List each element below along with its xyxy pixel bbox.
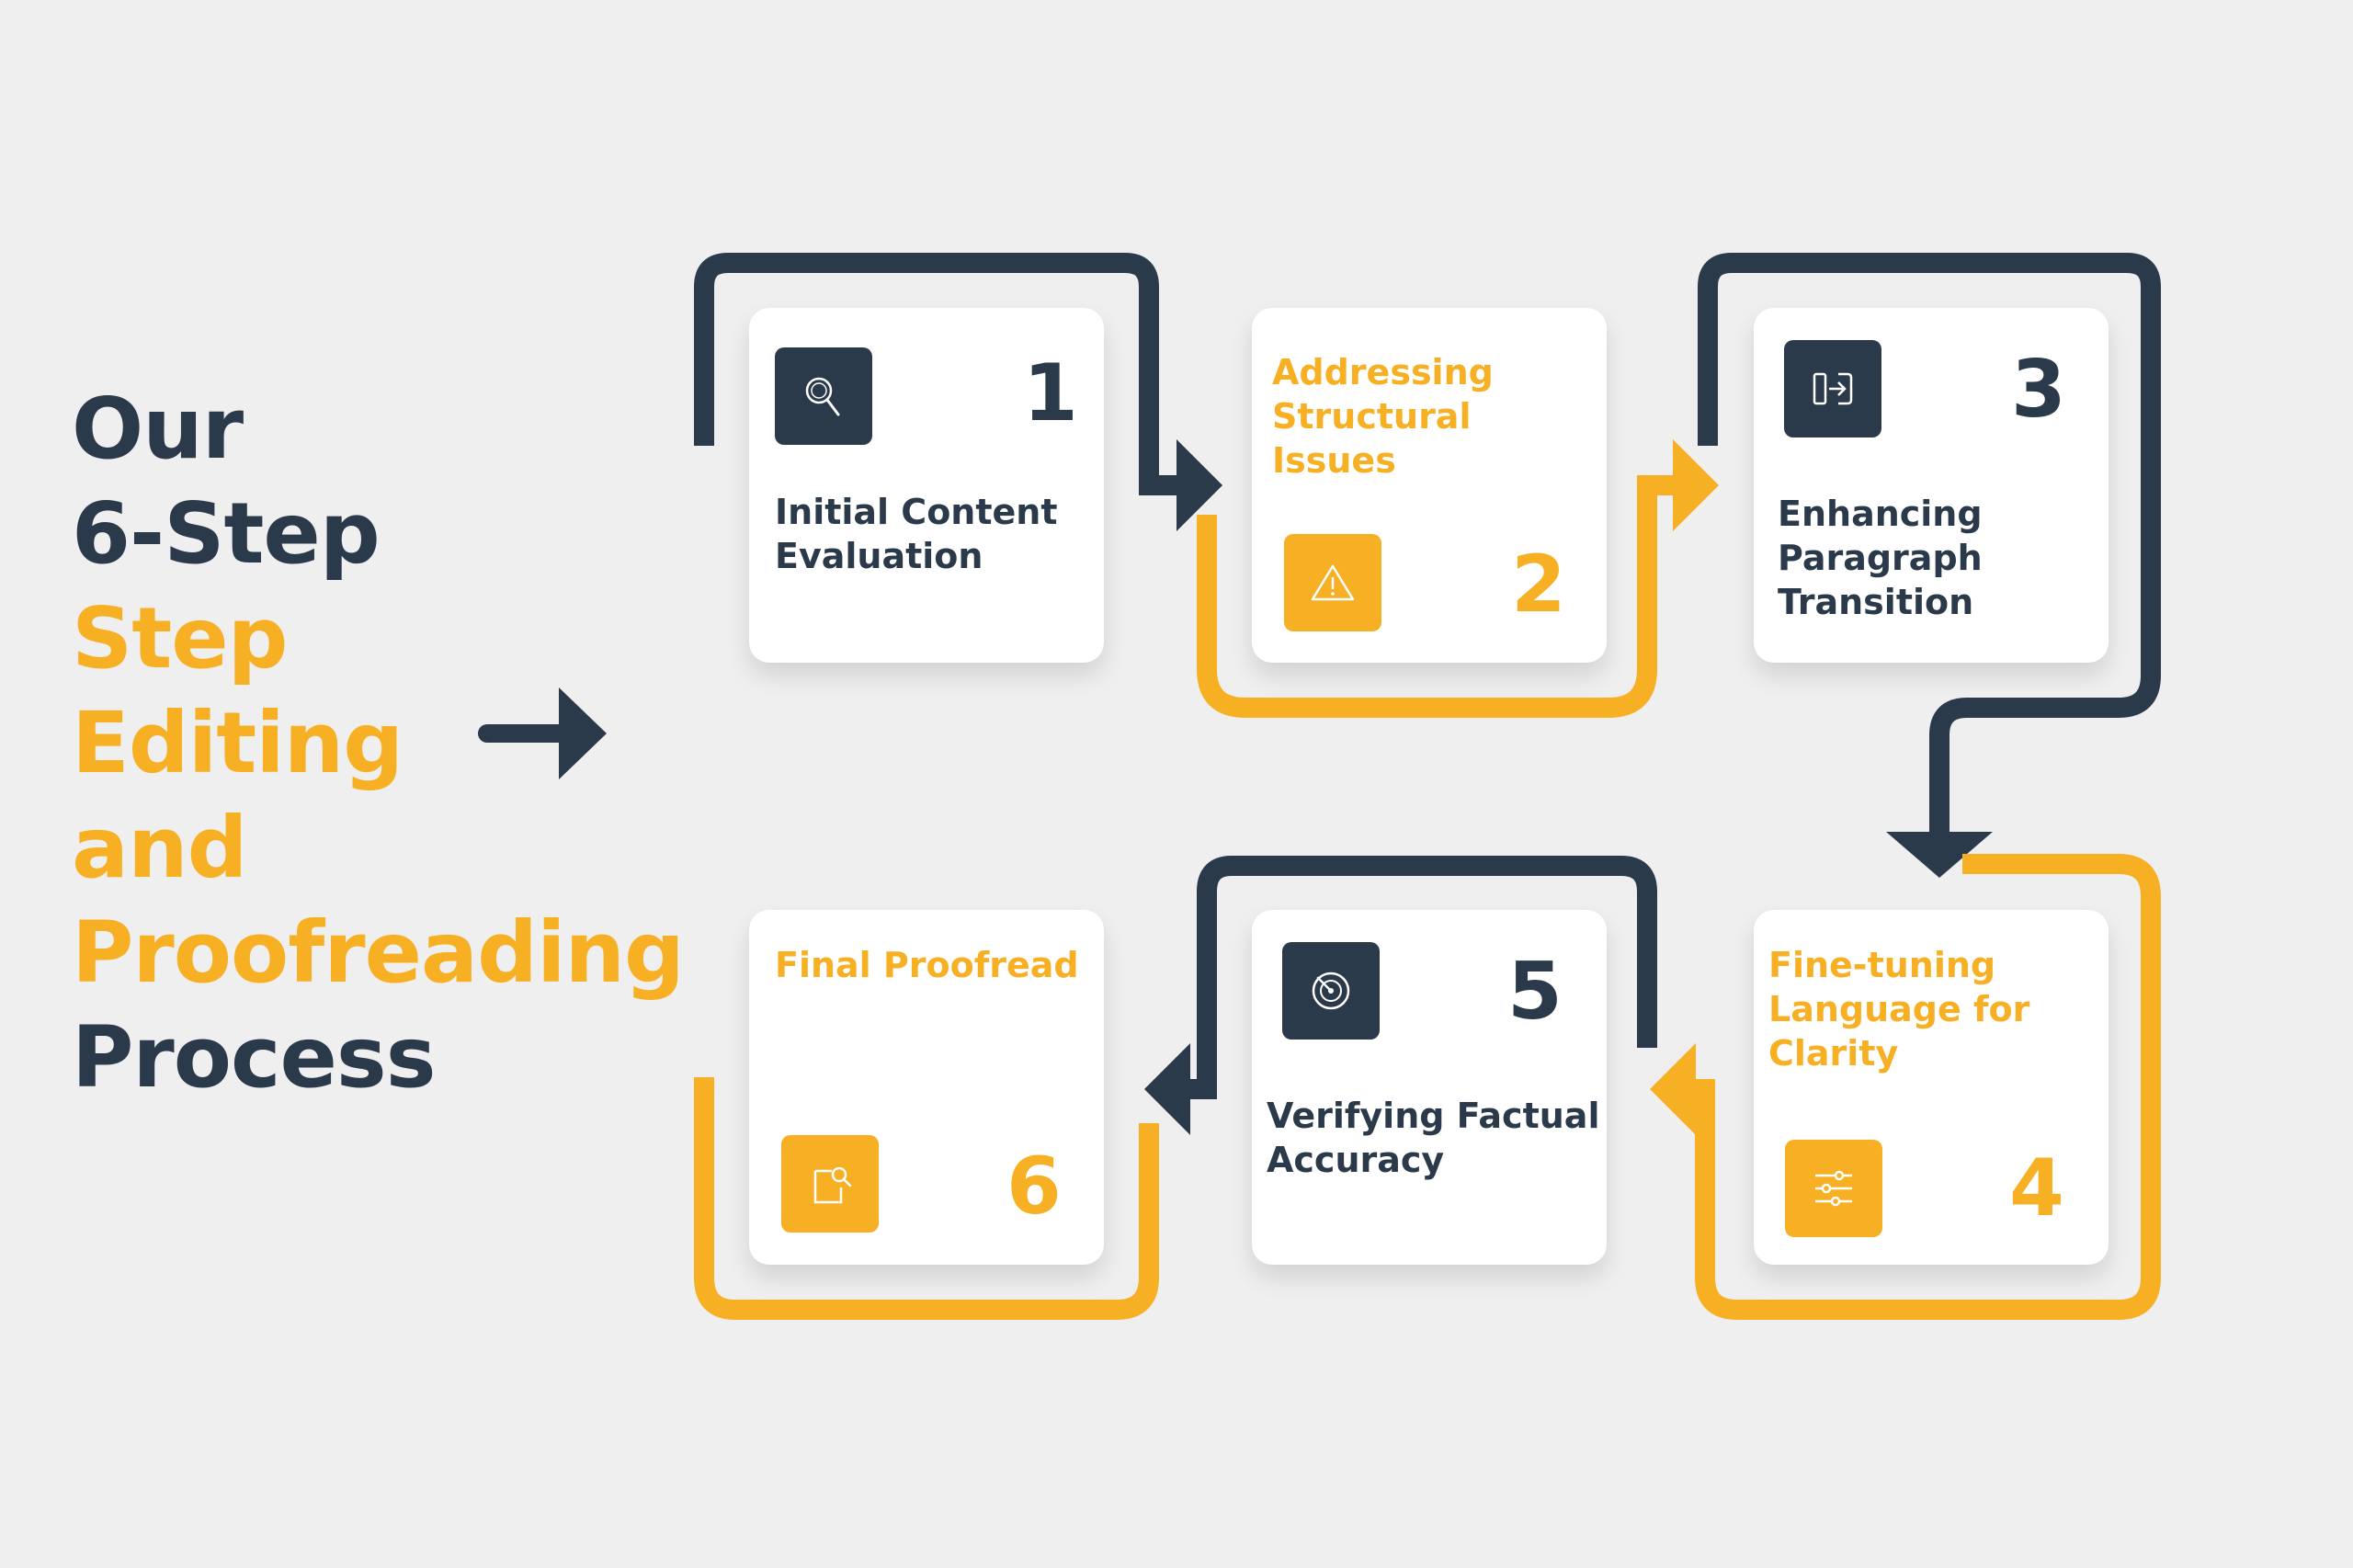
step-label: Enhancing Paragraph Transition bbox=[1778, 494, 1983, 622]
step-number: 4 bbox=[2009, 1142, 2064, 1234]
sign-in-arrow-icon bbox=[1784, 340, 1881, 437]
step-card-6: Final Proofread 6 bbox=[749, 910, 1104, 1265]
step-card-1: 1 Initial Content Evaluation bbox=[749, 308, 1104, 663]
step-label: Initial Content Evaluation bbox=[775, 492, 1058, 576]
step-number: 5 bbox=[1507, 946, 1563, 1038]
step-label: Verifying Factual Accuracy bbox=[1267, 1096, 1600, 1180]
magnifier-icon bbox=[775, 347, 872, 445]
document-search-icon bbox=[781, 1135, 879, 1233]
title-line-4: Editing bbox=[72, 694, 404, 792]
title-line-3: Step bbox=[72, 589, 288, 687]
connector-step1-to-step2 bbox=[694, 253, 1222, 531]
page-title: Our 6-Step Step Editing and Proofreading… bbox=[72, 377, 685, 1110]
step-card-2: Addressing Structural Issues 2 bbox=[1252, 308, 1607, 663]
title-line-2: 6-Step bbox=[72, 484, 381, 583]
step-label: Addressing Structural Issues bbox=[1272, 352, 1494, 481]
title-line-7: Process bbox=[72, 1008, 436, 1107]
step-card-3: 3 Enhancing Paragraph Transition bbox=[1754, 308, 2109, 663]
connector-step4-to-step5 bbox=[1650, 854, 2161, 1320]
step-label: Final Proofread bbox=[775, 945, 1079, 985]
step-number: 6 bbox=[1006, 1141, 1062, 1233]
title-arrow-icon bbox=[478, 687, 607, 779]
connector-step6-end bbox=[694, 1077, 1159, 1320]
step-label: Fine-tuning Language for Clarity bbox=[1768, 945, 2030, 1074]
step-card-5: 5 Verifying Factual Accuracy bbox=[1252, 910, 1607, 1265]
sliders-icon bbox=[1785, 1140, 1882, 1237]
title-line-1: Our bbox=[72, 380, 244, 478]
connector-step3-to-step4 bbox=[1698, 253, 2161, 878]
title-line-5: and bbox=[72, 799, 247, 897]
radar-target-icon bbox=[1282, 942, 1380, 1040]
connector-step5-to-step6 bbox=[1144, 856, 1657, 1135]
step-number: 1 bbox=[1023, 347, 1078, 439]
connector-step2-to-step3 bbox=[1197, 439, 1719, 718]
step-card-4: Fine-tuning Language for Clarity 4 bbox=[1754, 910, 2109, 1265]
warning-triangle-icon bbox=[1284, 534, 1381, 631]
step-number: 2 bbox=[1511, 539, 1566, 631]
title-line-6: Proofreading bbox=[72, 903, 685, 1002]
step-number: 3 bbox=[2011, 344, 2066, 436]
